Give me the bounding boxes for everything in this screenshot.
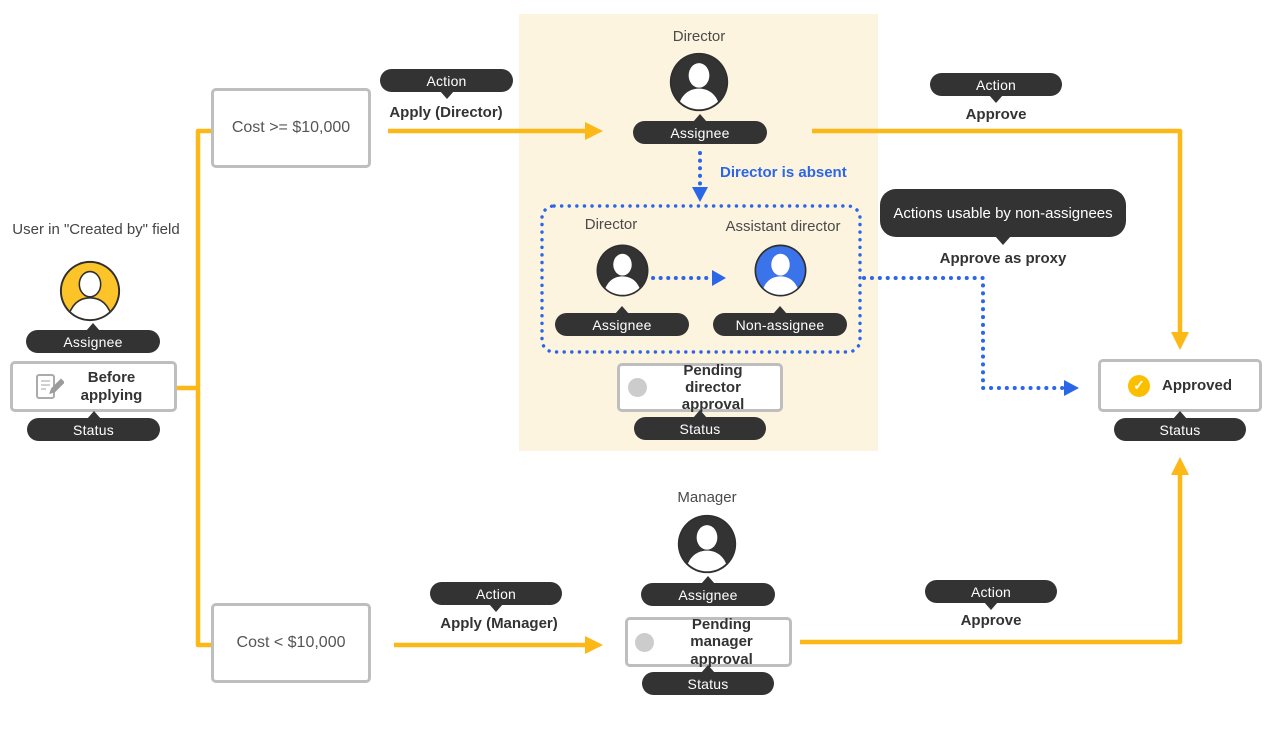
pending-dot-icon	[628, 378, 647, 397]
apply-director-arrowhead	[585, 122, 603, 140]
document-pencil-icon	[35, 373, 64, 399]
approved-check-icon: ✓	[1127, 374, 1150, 397]
manager-approve-label: Approve	[960, 612, 1022, 629]
director-approve-action-badge: Action	[930, 73, 1062, 96]
director-avatar	[669, 52, 729, 112]
apply-director-label: Apply (Director)	[389, 104, 503, 121]
director-approve-arrowhead	[1171, 332, 1189, 350]
proxy-approve-line	[862, 276, 1066, 390]
fallback-director-role-label: Director	[584, 216, 638, 233]
branch-line	[177, 128, 211, 648]
apply-manager-arrowhead	[585, 636, 603, 654]
creator-avatar	[59, 260, 121, 322]
approved-status-box: ✓ Approved	[1098, 359, 1262, 412]
assistant-director-avatar	[754, 244, 807, 297]
apply-manager-action-badge: Action	[430, 582, 562, 605]
before-applying-label: Before applying	[80, 369, 143, 404]
manager-avatar	[677, 514, 737, 574]
director-approve-label: Approve	[965, 106, 1027, 123]
pending-director-approval-label: Pending director approval	[681, 361, 745, 414]
pending-dot-icon	[634, 632, 654, 652]
pending-director-status-badge: Status	[634, 417, 766, 440]
assistant-director-role-label: Assistant director	[725, 218, 841, 235]
approved-label: Approved	[1161, 376, 1232, 394]
condition-low-cost-box: Cost < $10,000	[211, 603, 371, 683]
fallback-director-avatar	[596, 244, 649, 297]
director-role-label: Director	[672, 28, 726, 45]
manager-role-label: Manager	[677, 489, 737, 506]
approve-as-proxy-label: Approve as proxy	[939, 250, 1067, 267]
fallback-dotted-box	[540, 204, 862, 354]
pending-manager-approval-box: Pending manager approval	[625, 616, 792, 668]
fallback-director-assignee-badge: Assignee	[555, 313, 689, 336]
delegate-arrowhead	[712, 270, 726, 286]
proxy-approve-arrowhead	[1064, 380, 1079, 396]
manager-approve-arrowhead	[1171, 457, 1189, 475]
approved-status-badge: Status	[1114, 418, 1246, 441]
apply-director-action-badge: Action	[380, 69, 513, 92]
manager-approve-action-badge: Action	[925, 580, 1057, 603]
pending-manager-status-badge: Status	[642, 672, 774, 695]
pending-director-approval-box: Pending director approval	[617, 361, 783, 414]
director-absent-note: Director is absent	[720, 164, 847, 181]
assistant-non-assignee-badge: Non-assignee	[713, 313, 847, 336]
director-absent-arrowhead	[692, 187, 708, 202]
pending-manager-approval-label: Pending manager approval	[690, 616, 753, 668]
condition-high-cost-box: Cost >= $10,000	[211, 88, 371, 168]
creator-assignee-badge: Assignee	[26, 330, 160, 353]
manager-assignee-badge: Assignee	[641, 583, 775, 606]
creator-status-badge: Status	[27, 418, 160, 441]
created-by-caption: User in "Created by" field	[12, 221, 180, 238]
before-applying-status-box: Before applying	[10, 361, 177, 412]
proxy-actions-badge: Actions usable by non-assignees	[880, 189, 1126, 237]
apply-manager-label: Apply (Manager)	[440, 615, 558, 632]
director-approve-line	[812, 128, 1183, 335]
manager-approve-line	[800, 472, 1183, 645]
director-assignee-badge: Assignee	[633, 121, 767, 144]
